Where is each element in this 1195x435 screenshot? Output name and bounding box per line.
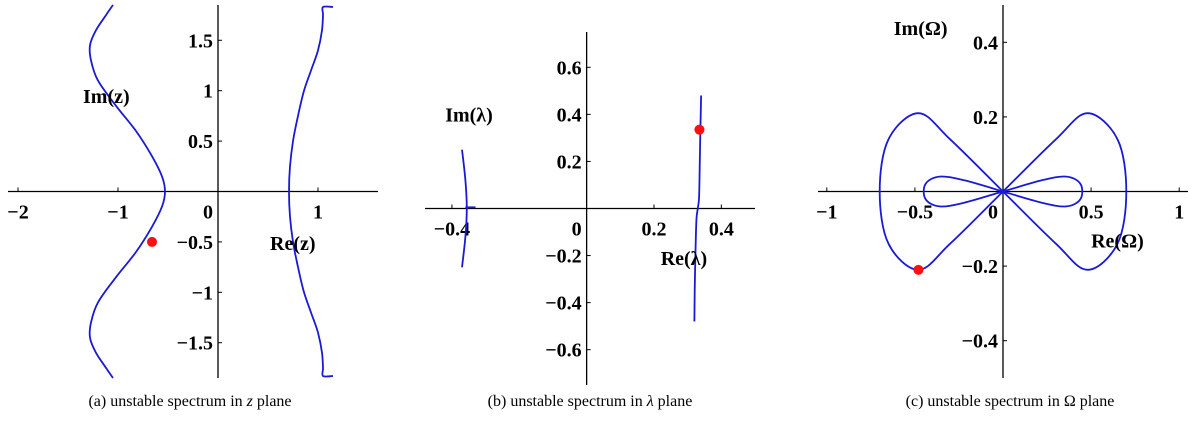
panel-z-plane: −2 −1 0 1 1.5 1 0.5 −0.5 −1 −1.5 Im(z) Re(z) [7,4,378,379]
y-axis-label: Im(Ω) [894,18,948,40]
x-axis-label: Re(Ω) [1091,230,1144,252]
x-tick-label: 0 [988,202,998,224]
y-tick-label: −0.4 [962,331,998,353]
x-tick-label: −1 [107,202,128,224]
x-axis-label: Re(z) [270,233,316,255]
spectrum-curve [693,95,702,322]
y-tick-label: −0.5 [177,232,213,254]
caption-a: (a) unstable spectrum in z plane [88,393,291,410]
spectrum-curve [288,5,334,378]
y-tick-label: −1 [192,282,213,304]
x-tick-label: 0.5 [1079,202,1104,224]
spectrum-curve [922,175,1084,208]
x-tick-label: 1 [313,202,323,224]
x-tick-label: 0 [203,202,213,224]
x-tick-label: 1 [1174,202,1184,224]
y-tick-label: 0.6 [557,57,582,79]
panel-omega-plane: −1 −0.5 0 0.5 1 0.4 0.2 −0.2 −0.4 Im(Ω) Re(Ω) [816,5,1188,378]
y-tick-label: 0.4 [973,32,998,54]
x-tick-label: 0.2 [641,219,666,241]
y-tick-label: −0.6 [545,340,581,362]
y-tick-label: 0.2 [557,151,582,173]
y-tick-label: −1.5 [177,333,213,355]
y-tick-label: −0.4 [545,293,581,315]
x-tick-label: 0.4 [709,219,734,241]
y-tick-label: −0.2 [962,256,998,278]
y-tick-label: 0.5 [188,131,213,153]
y-axis-label: Im(z) [83,86,130,108]
panel-lambda-plane: −0.4 0 0.2 0.4 0.6 0.4 0.2 −0.2 −0.4 −0.6 Im(λ) Re(… [425,32,755,385]
highlight-point [694,124,705,135]
y-tick-label: −0.2 [545,246,581,268]
y-axis-label: Im(λ) [445,104,493,126]
x-tick-label: −0.5 [897,202,933,224]
x-axis-label: Re(λ) [661,248,707,270]
x-tick-label: 0 [572,219,582,241]
caption-b: (b) unstable spectrum in λ plane [488,393,693,410]
x-tick-label: −0.4 [434,219,470,241]
highlight-point [147,236,157,247]
highlight-point [913,264,924,275]
y-tick-label: 1.5 [188,30,213,52]
x-tick-label: −2 [7,202,28,224]
caption-c: (c) unstable spectrum in Ω plane [906,393,1115,410]
y-tick-label: 0.2 [973,107,998,129]
x-tick-label: −1 [816,202,837,224]
spectrum-curve [461,149,468,268]
y-tick-label: 0.4 [557,104,582,126]
spectrum-curve [88,4,166,379]
y-tick-label: 1 [203,81,213,103]
